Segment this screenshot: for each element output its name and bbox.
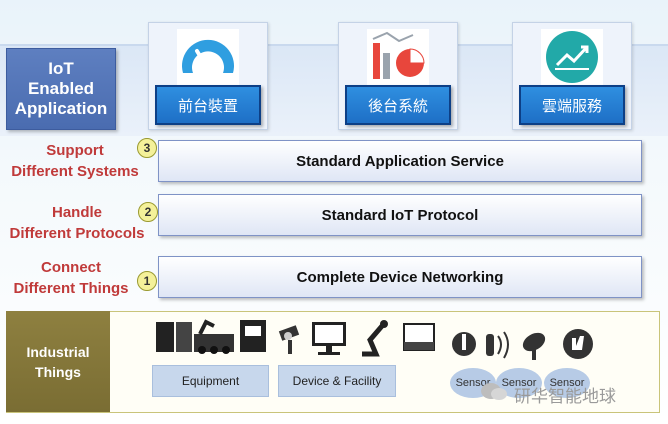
iot-enabled-application-box: IoT Enabled Application	[6, 48, 116, 130]
app-label-frontend: 前台裝置	[155, 85, 261, 125]
watermark-text: 研华智能地球	[514, 387, 616, 406]
industrial-things-label: Industrial Things	[6, 311, 110, 412]
wechat-icon	[480, 382, 508, 402]
side-label-support: Support Different Systems	[11, 142, 139, 180]
group-label-equipment: Equipment	[152, 365, 269, 397]
machinery-icon	[156, 318, 268, 358]
app-card-backend: 後台系統	[338, 22, 458, 130]
app-label-cloud: 雲端服務	[519, 85, 625, 125]
side-label-handle: Handle Different Protocols	[9, 204, 145, 242]
layer-iot-protocol: Standard IoT Protocol	[158, 194, 642, 236]
gauge-icon	[177, 29, 239, 85]
app-card-frontend: 前台裝置	[148, 22, 268, 130]
bar-pie-chart-icon	[367, 29, 429, 85]
sensor-bubble-3: Sensor	[544, 368, 590, 398]
app-label-backend: 後台系統	[345, 85, 451, 125]
line-chart-icon	[541, 29, 603, 85]
layer-number-3: 3	[137, 138, 157, 158]
app-card-cloud: 雲端服務	[512, 22, 632, 130]
layer-device-networking: Complete Device Networking	[158, 256, 642, 298]
side-label-connect: Connect Different Things	[13, 259, 129, 297]
sensor-icons	[450, 326, 600, 366]
iot-label: IoT Enabled Application	[14, 59, 108, 118]
device-facility-icons	[278, 318, 438, 358]
group-label-device-facility: Device & Facility	[278, 365, 396, 397]
layer-number-2: 2	[138, 202, 158, 222]
layer-application-service: Standard Application Service	[158, 140, 642, 182]
layer-number-1: 1	[137, 271, 157, 291]
